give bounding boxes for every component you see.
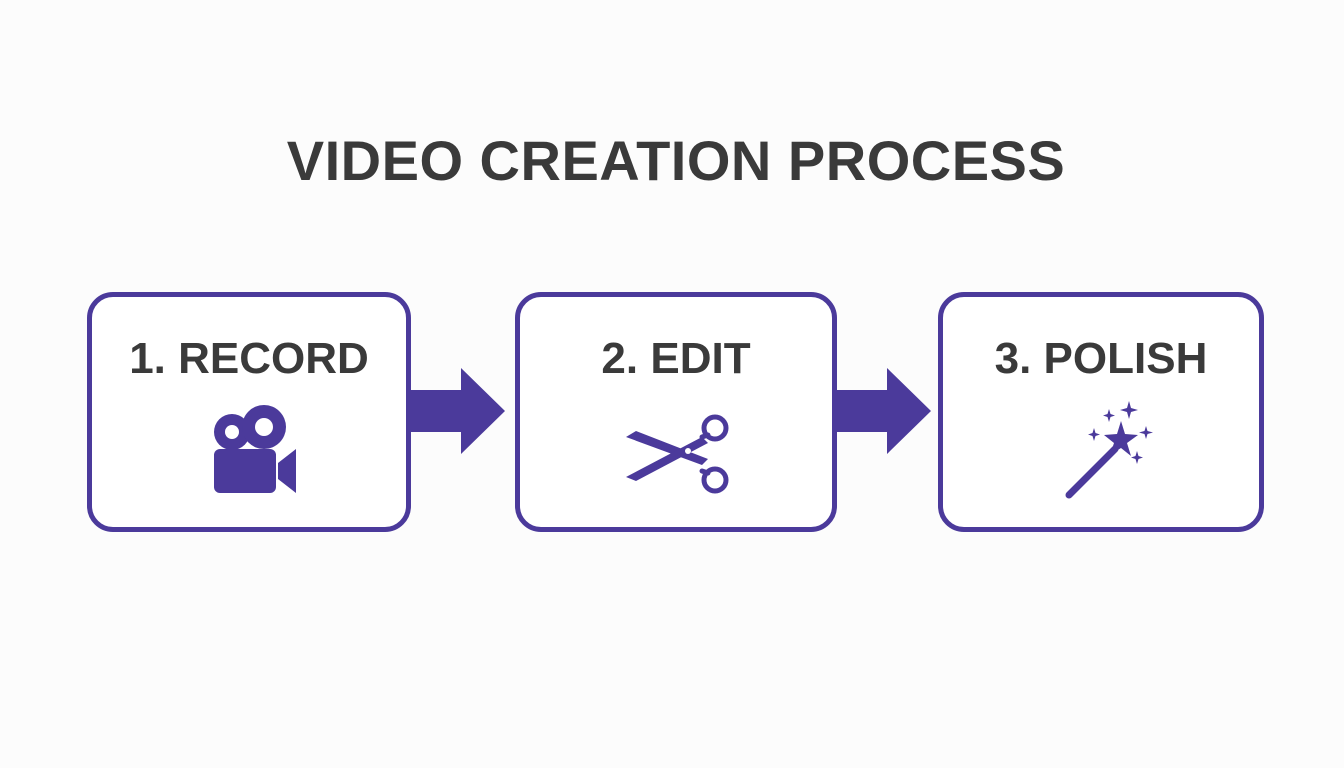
step-edit-box: 2. EDIT [515,292,837,532]
arrow-edit-to-polish [835,368,931,454]
magic-wand-icon [1059,401,1159,505]
step-record-box: 1. RECORD [87,292,411,532]
diagram-title: VIDEO CREATION PROCESS [286,129,1066,192]
step-record-label: 1. RECORD [129,334,369,383]
scissors-icon [622,409,742,499]
arrow-record-to-edit [409,368,505,454]
step-edit-label: 2. EDIT [601,334,751,383]
video-camera-icon [208,405,304,495]
step-polish-box: 3. POLISH [938,292,1264,532]
step-polish-label: 3. POLISH [994,334,1208,383]
